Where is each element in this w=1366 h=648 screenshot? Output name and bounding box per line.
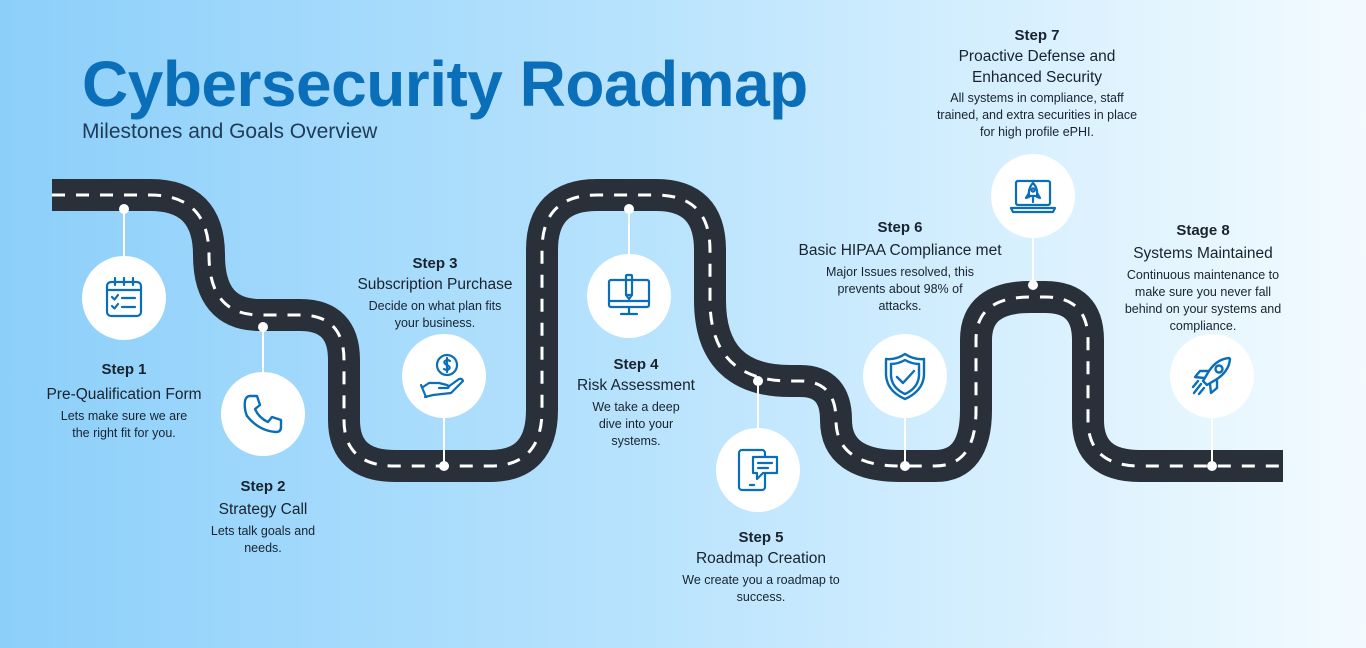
step-4-icon-circle	[587, 254, 671, 338]
step-5-number: Step 5	[738, 529, 784, 546]
stage-8-desc: Continuous maintenance to make sure you …	[1124, 268, 1282, 333]
laptop-rocket-icon	[1009, 179, 1057, 214]
road-lane-markings	[52, 193, 1283, 468]
checklist-icon	[105, 276, 143, 318]
step-7-icon-circle	[991, 154, 1075, 238]
step-2-block: Step 2 Strategy Call Lets talk goals and…	[188, 477, 338, 557]
step-4-number: Step 4	[613, 356, 659, 373]
step-3-block: Step 3 Subscription Purchase Decide on w…	[340, 254, 530, 332]
road	[52, 179, 1283, 482]
step-1-number: Step 1	[101, 361, 147, 378]
step-4-desc: We take a deep dive into your systems.	[592, 400, 680, 448]
step-4-name: Risk Assessment	[576, 377, 695, 394]
phone-icon	[243, 394, 283, 434]
dot-step-6	[900, 461, 910, 471]
step-7-desc: All systems in compliance, staff trained…	[936, 91, 1138, 139]
step-4-block: Step 4 Risk Assessment We take a deep di…	[551, 355, 721, 450]
monitor-pen-icon	[607, 273, 651, 316]
step-7-number: Step 7	[1014, 27, 1060, 44]
step-1-icon-circle	[82, 256, 166, 340]
step-2-icon-circle	[221, 372, 305, 456]
page-subtitle: Milestones and Goals Overview	[82, 120, 378, 143]
dot-step-3	[439, 461, 449, 471]
step-1-desc: Lets make sure we are the right fit for …	[60, 409, 188, 440]
step-2-desc: Lets talk goals and needs.	[210, 524, 316, 555]
step-3-desc: Decide on what plan fits your business.	[368, 299, 502, 330]
step-6-block: Step 6 Basic HIPAA Compliance met Major …	[780, 218, 1020, 315]
step-3-icon-circle	[402, 334, 486, 418]
dot-step-2	[258, 322, 268, 332]
shield-check-icon	[884, 352, 926, 401]
step-6-name: Basic HIPAA Compliance met	[798, 242, 1002, 259]
step-5-name: Roadmap Creation	[695, 550, 827, 567]
dot-step-4	[624, 204, 634, 214]
step-5-icon-circle	[716, 428, 800, 512]
step-5-block: Step 5 Roadmap Creation We create you a …	[661, 528, 861, 606]
dollar-hand-icon	[419, 353, 465, 399]
dot-stage-8	[1207, 461, 1217, 471]
step-5-desc: We create you a roadmap to success.	[682, 573, 840, 604]
stage-8-icon-circle	[1170, 334, 1254, 418]
rocket-icon	[1191, 356, 1232, 396]
connector-dots	[119, 204, 1217, 471]
tablet-chat-icon	[737, 448, 779, 492]
dot-step-5	[753, 376, 763, 386]
step-7-block: Step 7 Proactive Defense and Enhanced Se…	[927, 26, 1147, 141]
step-6-icon-circle	[863, 334, 947, 418]
step-3-number: Step 3	[412, 255, 458, 272]
step-2-name: Strategy Call	[218, 501, 308, 518]
step-6-number: Step 6	[877, 219, 923, 236]
step-3-name: Subscription Purchase	[357, 276, 513, 293]
step-1-block: Step 1 Pre-Qualification Form Lets make …	[29, 360, 219, 442]
dot-step-1	[119, 204, 129, 214]
step-7-name: Proactive Defense and Enhanced Security	[958, 48, 1116, 86]
step-6-desc: Major Issues resolved, this prevents abo…	[826, 265, 974, 313]
page-title: Cybersecurity Roadmap	[82, 48, 808, 120]
stage-8-name: Systems Maintained	[1133, 245, 1273, 262]
stage-8-block: Stage 8 Systems Maintained Continuous ma…	[1103, 221, 1303, 335]
step-2-number: Step 2	[240, 478, 286, 495]
step-1-name: Pre-Qualification Form	[46, 386, 202, 403]
stage-8-number: Stage 8	[1176, 222, 1230, 239]
dot-step-7	[1028, 280, 1038, 290]
